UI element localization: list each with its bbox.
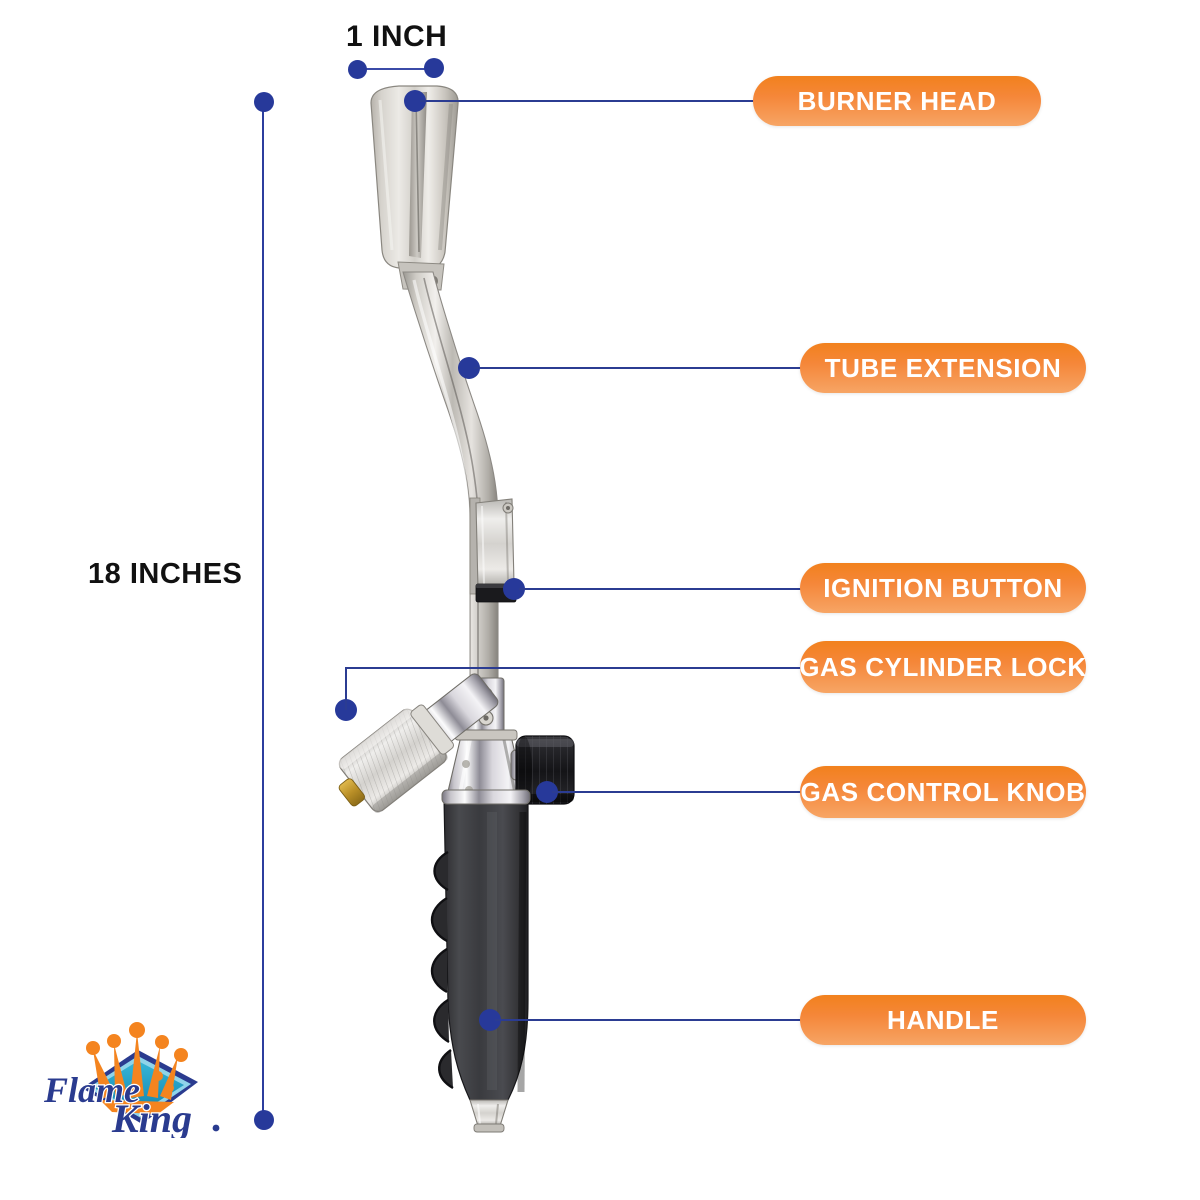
dimension-dot-length-top [254,92,274,112]
dimension-line-length [262,100,264,1122]
dimension-dot-width-left [348,60,367,79]
callout-gas-control-knob[interactable]: GAS CONTROL KNOB [800,766,1086,818]
tube-extension-part [402,271,499,701]
brand-logo: Flame King [42,1022,220,1138]
callout-dot-ignition-button [503,578,525,600]
handle-end-nut [469,1099,509,1133]
dimension-line-width [358,68,434,70]
dimension-label-length: 18 INCHES [88,558,243,590]
callout-leader-gas-cylinder-lock [345,667,802,669]
callout-burner-head[interactable]: BURNER HEAD [753,76,1041,126]
valve-body [445,729,527,801]
callout-dot-gas-cylinder-lock [335,699,357,721]
callout-leader-burner-head [420,100,754,102]
callout-dot-tube-extension [458,357,480,379]
dimension-label-width: 1 INCH [346,20,448,53]
logo-period [212,1124,220,1132]
logo-text-king: King [111,1096,192,1138]
callout-dot-handle [479,1009,501,1031]
callout-dot-burner-head [404,90,426,112]
gas-cylinder-lock-part [337,673,499,814]
callout-handle[interactable]: HANDLE [800,995,1086,1045]
callout-leader-gas-cylinder-lock-vertical [345,668,347,710]
callout-gas-cylinder-lock[interactable]: GAS CYLINDER LOCK [799,641,1086,693]
logo-crown-icon [86,1022,188,1114]
callout-leader-handle [495,1019,802,1021]
dimension-dot-length-bottom [254,1110,274,1130]
burner-head-part [370,85,459,291]
callout-dot-gas-control-knob [536,781,558,803]
callout-leader-tube-extension [474,367,802,369]
callout-tube-extension[interactable]: TUBE EXTENSION [800,343,1086,393]
callout-leader-gas-control-knob [552,791,802,793]
dimension-dot-width-right [424,58,444,78]
logo-text-flame: Flame [43,1070,140,1110]
handle-part [430,789,531,1101]
tube-collar [465,677,505,739]
callout-leader-ignition-button [519,588,802,590]
callout-ignition-button[interactable]: IGNITION BUTTON [800,563,1086,613]
